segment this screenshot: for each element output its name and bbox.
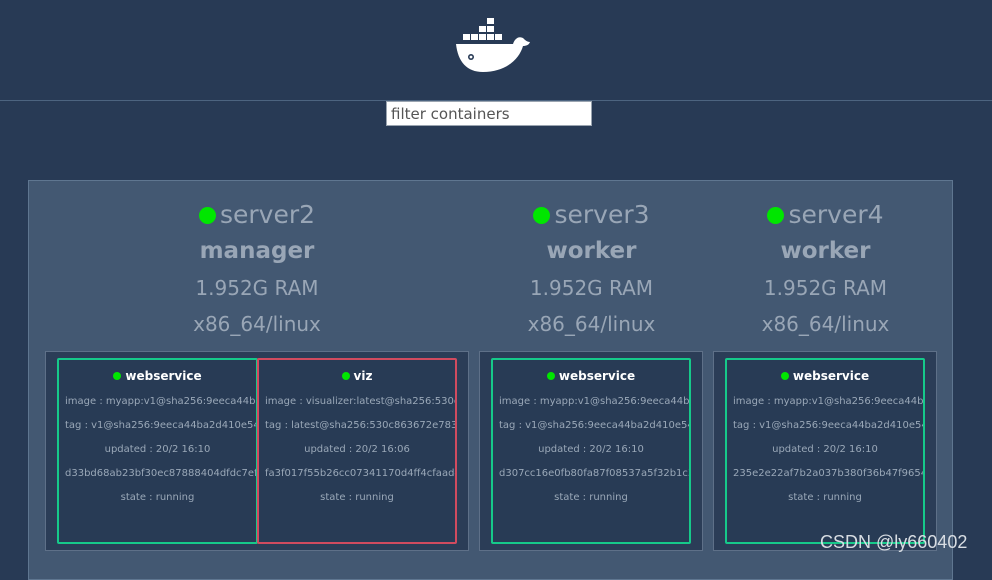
node-ram: 1.952G RAM [195,276,319,300]
node-role: worker [780,238,871,264]
container-id: d33bd68ab23bf30ec87888404dfdc7ef490 [65,468,258,479]
node-ram: 1.952G RAM [763,276,888,300]
status-dot-icon [198,207,216,224]
container-state: state : running [788,492,862,503]
container-updated: updated : 20/2 16:10 [104,444,211,455]
docker-whale-icon [456,18,530,72]
container-image: image : myapp:v1@sha256:9eeca44ba2d4 [65,396,256,407]
container-name: webservice [125,369,202,383]
container-state: state : running [120,492,195,503]
container-id: 235e2e22af7b2a037b380f36b47f9654030 [733,468,925,479]
container-updated: updated : 20/2 16:10 [772,444,878,455]
container-state: state : running [554,492,628,503]
container-image: image : visualizer:latest@sha256:530c863 [265,396,455,407]
node-header-server3: server3 worker 1.952G RAM x86_64/linux [481,197,702,342]
node-role: worker [546,238,637,264]
node-name: server2 [219,200,316,229]
node-name: server4 [788,200,884,229]
top-bar [0,0,992,100]
node-role: manager [199,238,315,264]
container-name: webservice [558,369,636,383]
node-os: x86_64/linux [527,312,656,336]
container-image: image : myapp:v1@sha256:9eeca44ba2d4 [733,396,924,407]
container-id: fa3f017f55b26cc07341170d4ff4cfaad41f3 [265,468,457,479]
status-dot-icon [780,372,789,380]
container-tag: tag : v1@sha256:9eeca44ba2d410e54fcc [65,420,258,431]
container-tag: tag : latest@sha256:530c863672e7830d7 [265,420,457,431]
container-updated: updated : 20/2 16:10 [538,444,644,455]
container-card-webservice[interactable]: webservice image : myapp:v1@sha256:9eeca… [491,358,691,544]
header-divider [0,100,992,101]
container-id: d307cc16e0fb80fa87f08537a5f32b1c328 [499,468,691,479]
node-os: x86_64/linux [193,312,321,336]
container-name: viz [353,369,373,383]
status-dot-icon [533,207,551,224]
container-tag: tag : v1@sha256:9eeca44ba2d410e54fcc [733,420,925,431]
container-tag: tag : v1@sha256:9eeca44ba2d410e54fcc [499,420,691,431]
container-card-webservice[interactable]: webservice image : myapp:v1@sha256:9eeca… [57,358,258,544]
status-dot-icon [113,372,122,380]
watermark-text: CSDN @ly660402 [820,532,968,552]
node-header-server4: server4 worker 1.952G RAM x86_64/linux [715,197,936,342]
node-name: server3 [554,200,650,229]
container-state: state : running [320,492,394,503]
node-ram: 1.952G RAM [529,276,654,300]
container-card-viz[interactable]: viz image : visualizer:latest@sha256:530… [257,358,457,544]
container-updated: updated : 20/2 16:06 [304,444,410,455]
container-image: image : myapp:v1@sha256:9eeca44ba2d4 [499,396,690,407]
container-name: webservice [792,369,870,383]
container-card-webservice[interactable]: webservice image : myapp:v1@sha256:9eeca… [725,358,925,544]
node-header-server2: server2 manager 1.952G RAM x86_64/linux [47,197,467,342]
status-dot-icon [341,372,350,380]
status-dot-icon [767,207,785,224]
node-os: x86_64/linux [761,312,890,336]
filter-containers-input[interactable] [386,101,592,126]
status-dot-icon [546,372,555,380]
